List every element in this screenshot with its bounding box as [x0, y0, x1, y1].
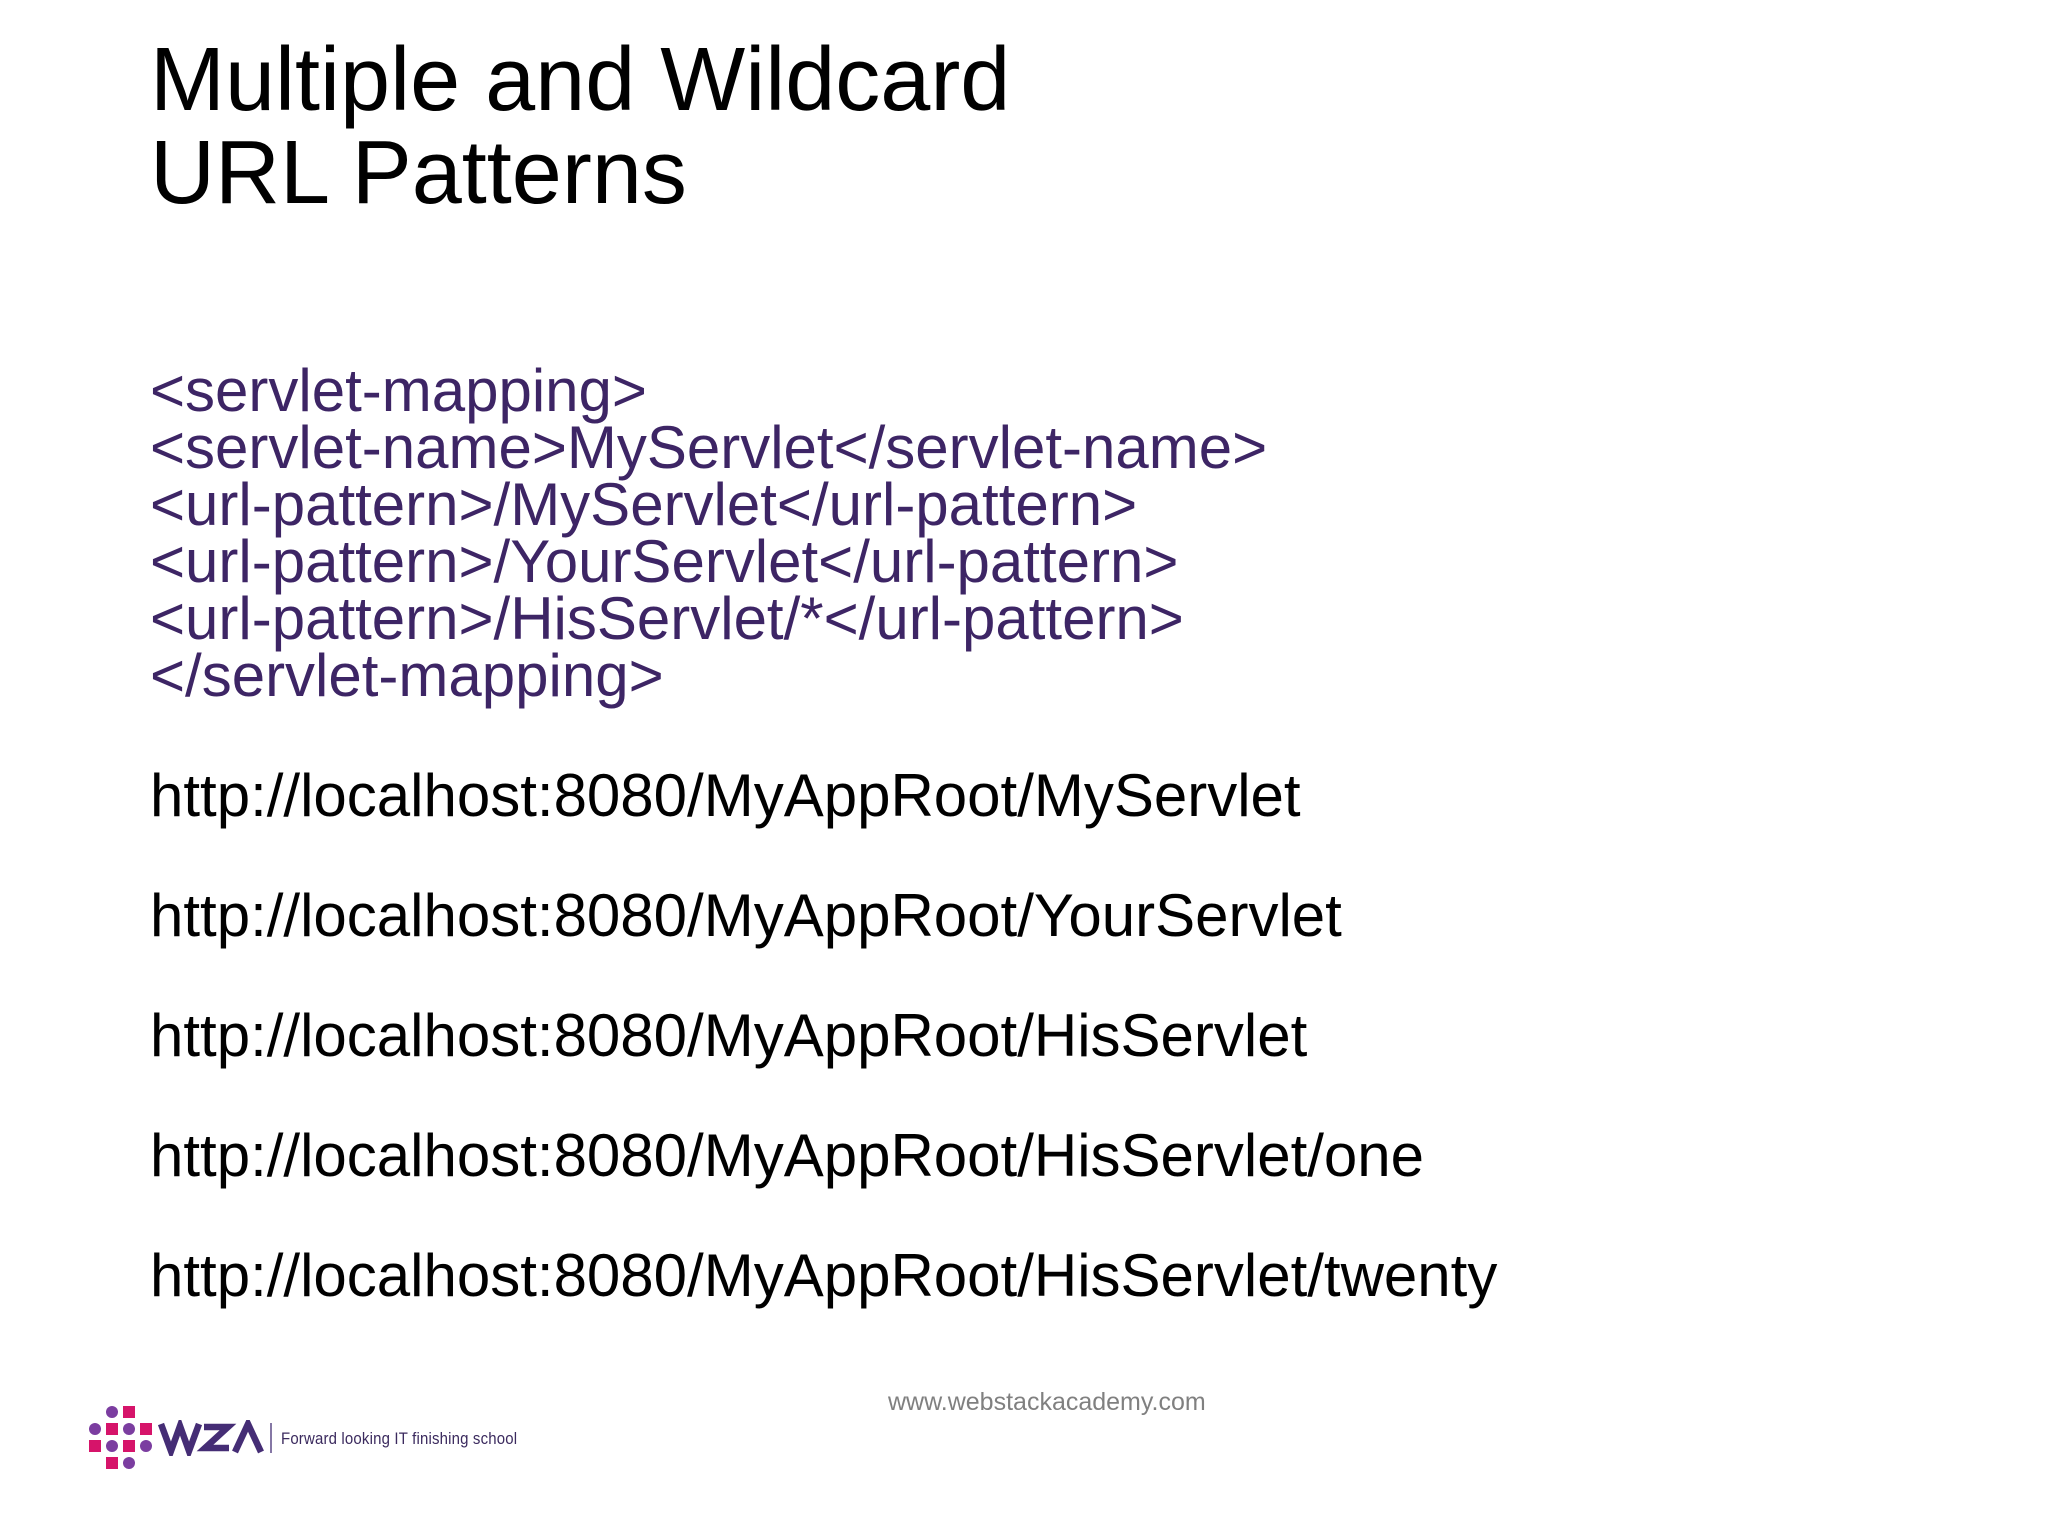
title-line-2: URL Patterns	[150, 123, 687, 223]
code-line: <servlet-mapping>	[150, 357, 647, 424]
logo-dot-circle	[106, 1440, 118, 1452]
logo-dots-icon	[89, 1406, 152, 1469]
code-line: </servlet-mapping>	[150, 642, 664, 709]
logo-dot-empty	[89, 1457, 101, 1469]
logo-dot-square	[106, 1457, 118, 1469]
code-line: <url-pattern>/MyServlet</url-pattern>	[150, 471, 1138, 538]
logo-dot-circle	[106, 1406, 118, 1418]
logo-dot-square	[89, 1440, 101, 1452]
code-line: <url-pattern>/YourServlet</url-pattern>	[150, 528, 1179, 595]
example-url: http://localhost:8080/MyAppRoot/MyServle…	[150, 762, 1301, 829]
title-line-1: Multiple and Wildcard	[150, 30, 1011, 130]
code-line: <url-pattern>/HisServlet/*</url-pattern>	[150, 585, 1184, 652]
wsa-logotype-icon	[158, 1420, 264, 1456]
logo-dot-empty	[140, 1457, 152, 1469]
example-url: http://localhost:8080/MyAppRoot/YourServ…	[150, 882, 1342, 949]
logo-dot-square	[123, 1406, 135, 1418]
logo-dot-square	[106, 1423, 118, 1435]
logo-dot-circle	[123, 1457, 135, 1469]
example-url: http://localhost:8080/MyAppRoot/HisServl…	[150, 1002, 1308, 1069]
logo-dot-circle	[140, 1440, 152, 1452]
logo-dot-empty	[89, 1406, 101, 1418]
example-url: http://localhost:8080/MyAppRoot/HisServl…	[150, 1242, 1498, 1309]
code-line: <servlet-name>MyServlet</servlet-name>	[150, 414, 1268, 481]
logo-dot-circle	[89, 1423, 101, 1435]
logo-dot-square	[123, 1440, 135, 1452]
letter-a-path	[232, 1420, 264, 1454]
example-url-list: http://localhost:8080/MyAppRoot/MyServle…	[150, 736, 1497, 1336]
letter-s-path	[196, 1423, 237, 1452]
servlet-mapping-code-block: <servlet-mapping> <servlet-name>MyServle…	[150, 357, 1268, 709]
footer-website-url: www.webstackacademy.com	[888, 1388, 1206, 1416]
logo-dot-circle	[123, 1423, 135, 1435]
example-url: http://localhost:8080/MyAppRoot/HisServl…	[150, 1122, 1425, 1189]
logo-tagline: Forward looking IT finishing school	[281, 1429, 518, 1448]
page-title: Multiple and Wildcard URL Patterns	[150, 34, 1010, 220]
letter-w-path	[158, 1420, 203, 1456]
logo-dot-square	[140, 1423, 152, 1435]
logo-dot-empty	[140, 1406, 152, 1418]
logo-divider	[270, 1423, 272, 1453]
